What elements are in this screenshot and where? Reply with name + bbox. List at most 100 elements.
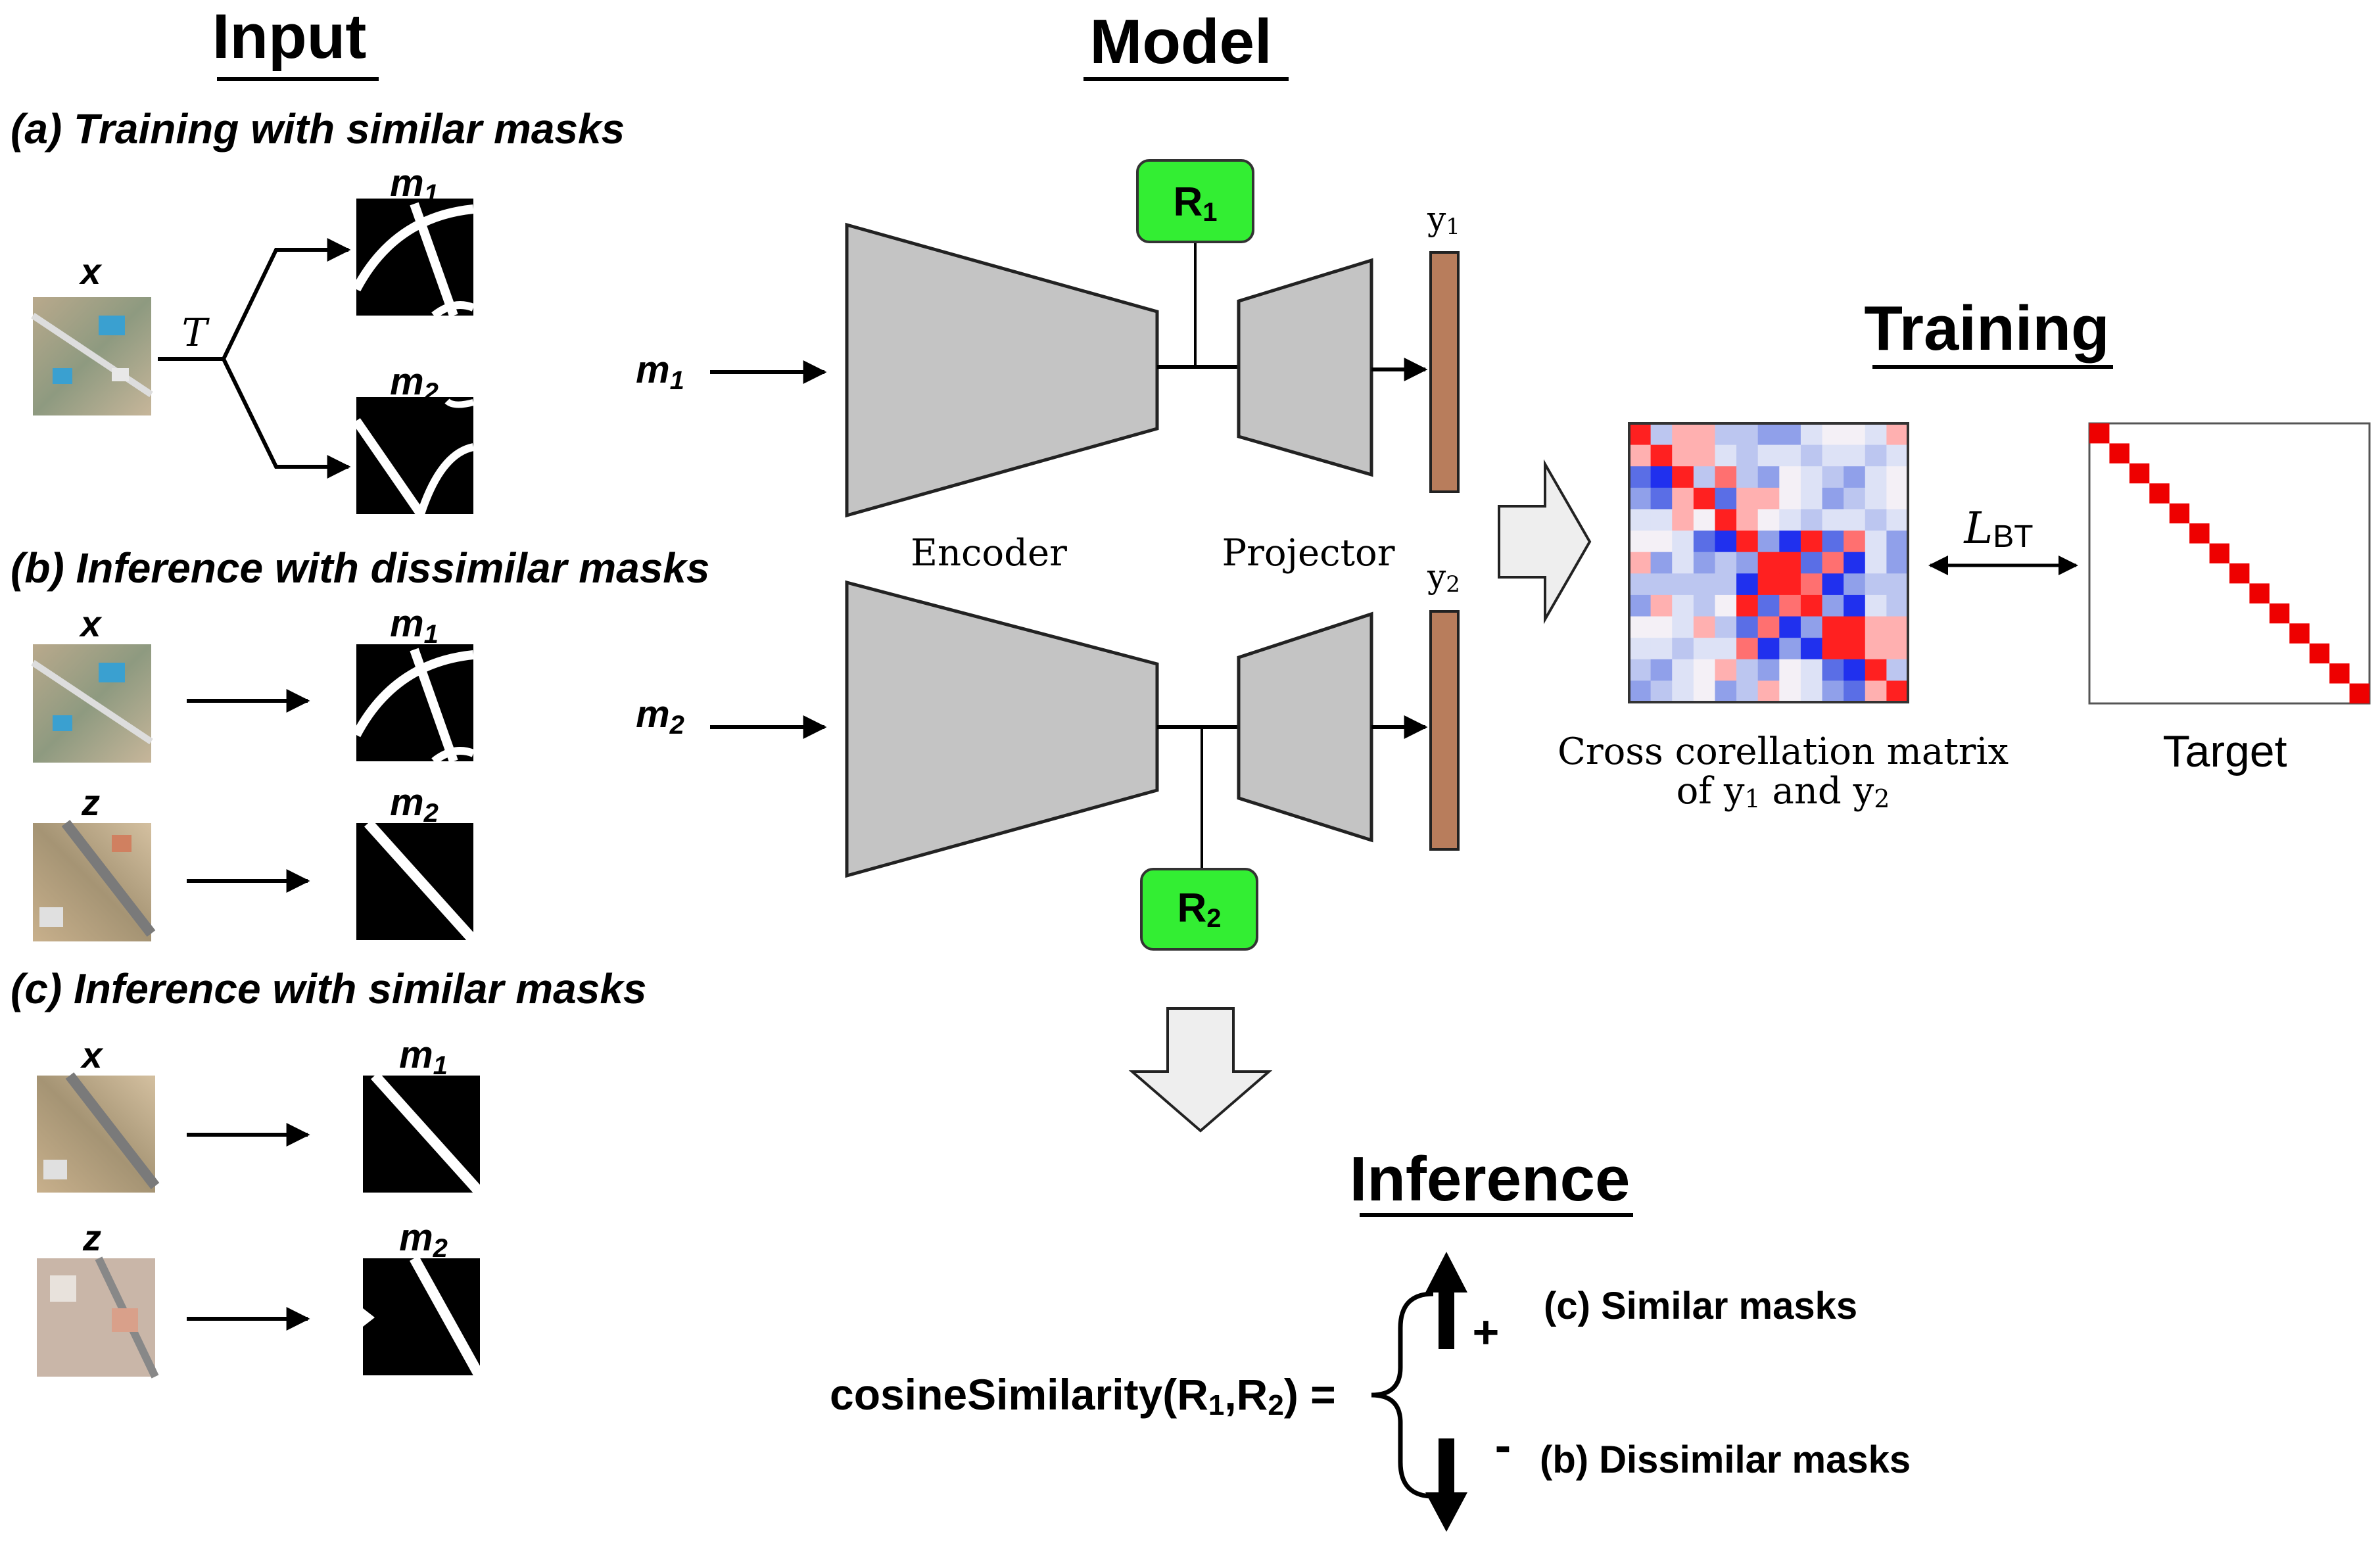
transform-branch-arrows xyxy=(158,238,351,479)
matrix-cell xyxy=(1672,487,1694,510)
matrix-cell xyxy=(1886,680,1909,703)
matrix-cell xyxy=(1736,552,1759,574)
satellite-image-x-b xyxy=(31,644,153,763)
r2-label: R2 xyxy=(1177,886,1221,933)
r2-box xyxy=(1140,868,1258,951)
matrix-cell xyxy=(1629,616,1652,638)
matrix-cell xyxy=(1736,531,1759,553)
matrix-cell xyxy=(1865,509,1887,531)
matrix-cell xyxy=(1865,466,1887,488)
matrix-cell xyxy=(1629,466,1652,488)
matrix-cell xyxy=(1693,552,1715,574)
matrix-cell xyxy=(1844,552,1866,574)
x-label-b: x xyxy=(78,603,103,644)
matrix-cell xyxy=(1736,616,1759,638)
satellite-image-z-c xyxy=(37,1256,159,1379)
matrix-cell xyxy=(1736,487,1759,510)
matrix-cell xyxy=(1629,552,1652,574)
matrix-cell xyxy=(1779,487,1801,510)
matrix-cell xyxy=(1629,573,1652,596)
mask-m2-a xyxy=(352,397,475,517)
matrix-cell xyxy=(1693,423,1715,446)
matrix-cell xyxy=(1779,680,1801,703)
target-diagonal-cell xyxy=(2309,643,2330,664)
matrix-cell xyxy=(1715,638,1737,660)
matrix-cell xyxy=(1693,509,1715,531)
matrix-cell xyxy=(1844,573,1866,596)
matrix-cell xyxy=(1672,573,1694,596)
target-diagonal-cell xyxy=(2269,603,2290,624)
input-m1-label: m1 xyxy=(636,348,684,395)
y1-label: y1 xyxy=(1427,200,1460,240)
matrix-cell xyxy=(1822,423,1844,446)
matrix-cell xyxy=(1822,616,1844,638)
m2-label-c: m2 xyxy=(399,1216,448,1263)
r1-label: R1 xyxy=(1173,179,1217,227)
matrix-cell xyxy=(1779,444,1801,467)
m1-label-c: m1 xyxy=(399,1033,448,1080)
matrix-cell xyxy=(1822,509,1844,531)
matrix-cell xyxy=(1886,659,1909,681)
matrix-cell xyxy=(1822,466,1844,488)
matrix-cell xyxy=(1886,638,1909,660)
matrix-cell xyxy=(1650,444,1673,467)
matrix-cell xyxy=(1822,594,1844,617)
matrix-cell xyxy=(1693,659,1715,681)
projector-label: Projector xyxy=(1222,532,1394,575)
matrix-cell xyxy=(1757,616,1780,638)
matrix-cell xyxy=(1865,659,1887,681)
matrix-cell xyxy=(1715,423,1737,446)
matrix-cell xyxy=(1715,616,1737,638)
matrix-cell xyxy=(1844,680,1866,703)
matrix-cell xyxy=(1865,638,1887,660)
matrix-cell xyxy=(1757,659,1780,681)
matrix-cell xyxy=(1715,594,1737,617)
matrix-cell xyxy=(1800,487,1823,510)
z-label-c: z xyxy=(82,1217,101,1258)
matrix-cell xyxy=(1757,509,1780,531)
matrix-cell xyxy=(1822,531,1844,553)
matrix-cell xyxy=(1844,638,1866,660)
matrix-cell xyxy=(1650,616,1673,638)
matrix-cell xyxy=(1865,680,1887,703)
matrix-cell xyxy=(1779,509,1801,531)
matrix-cell xyxy=(1844,444,1866,467)
matrix-cell xyxy=(1800,444,1823,467)
matrix-cell xyxy=(1779,594,1801,617)
matrix-cell xyxy=(1779,616,1801,638)
cross-correlation-matrix xyxy=(1629,423,1909,703)
matrix-cell xyxy=(1672,552,1694,574)
matrix-cell xyxy=(1865,423,1887,446)
encoder-bottom xyxy=(845,580,1159,878)
y1-vector xyxy=(1429,251,1460,493)
matrix-cell xyxy=(1779,531,1801,553)
model-title: Model xyxy=(1089,7,1272,77)
up-arrow-icon xyxy=(1425,1252,1467,1349)
matrix-cell xyxy=(1650,659,1673,681)
mask-m2-b xyxy=(356,819,477,944)
y2-vector xyxy=(1429,610,1460,851)
matrix-cell xyxy=(1629,680,1652,703)
label-b: (b) Inference with dissimilar masks xyxy=(11,544,709,592)
matrix-cell xyxy=(1757,444,1780,467)
matrix-cell xyxy=(1693,594,1715,617)
matrix-cell xyxy=(1650,509,1673,531)
matrix-cell xyxy=(1629,423,1652,446)
matrix-cell xyxy=(1672,659,1694,681)
big-arrow-right xyxy=(1498,459,1592,625)
matrix-cell xyxy=(1844,487,1866,510)
matrix-cell xyxy=(1844,616,1866,638)
matrix-cell xyxy=(1800,573,1823,596)
x-label-c: x xyxy=(80,1034,104,1076)
matrix-caption-line2: of y1 and y2 xyxy=(1677,770,1890,813)
input-title: Input xyxy=(212,1,367,72)
label-c: (c) Inference with similar masks xyxy=(11,965,647,1012)
matrix-cell xyxy=(1715,573,1737,596)
target-diagonal-cell xyxy=(2109,443,2130,463)
matrix-cell xyxy=(1779,573,1801,596)
matrix-cell xyxy=(1715,552,1737,574)
matrix-cell xyxy=(1844,466,1866,488)
matrix-cell xyxy=(1757,594,1780,617)
z-label-b: z xyxy=(81,782,100,823)
